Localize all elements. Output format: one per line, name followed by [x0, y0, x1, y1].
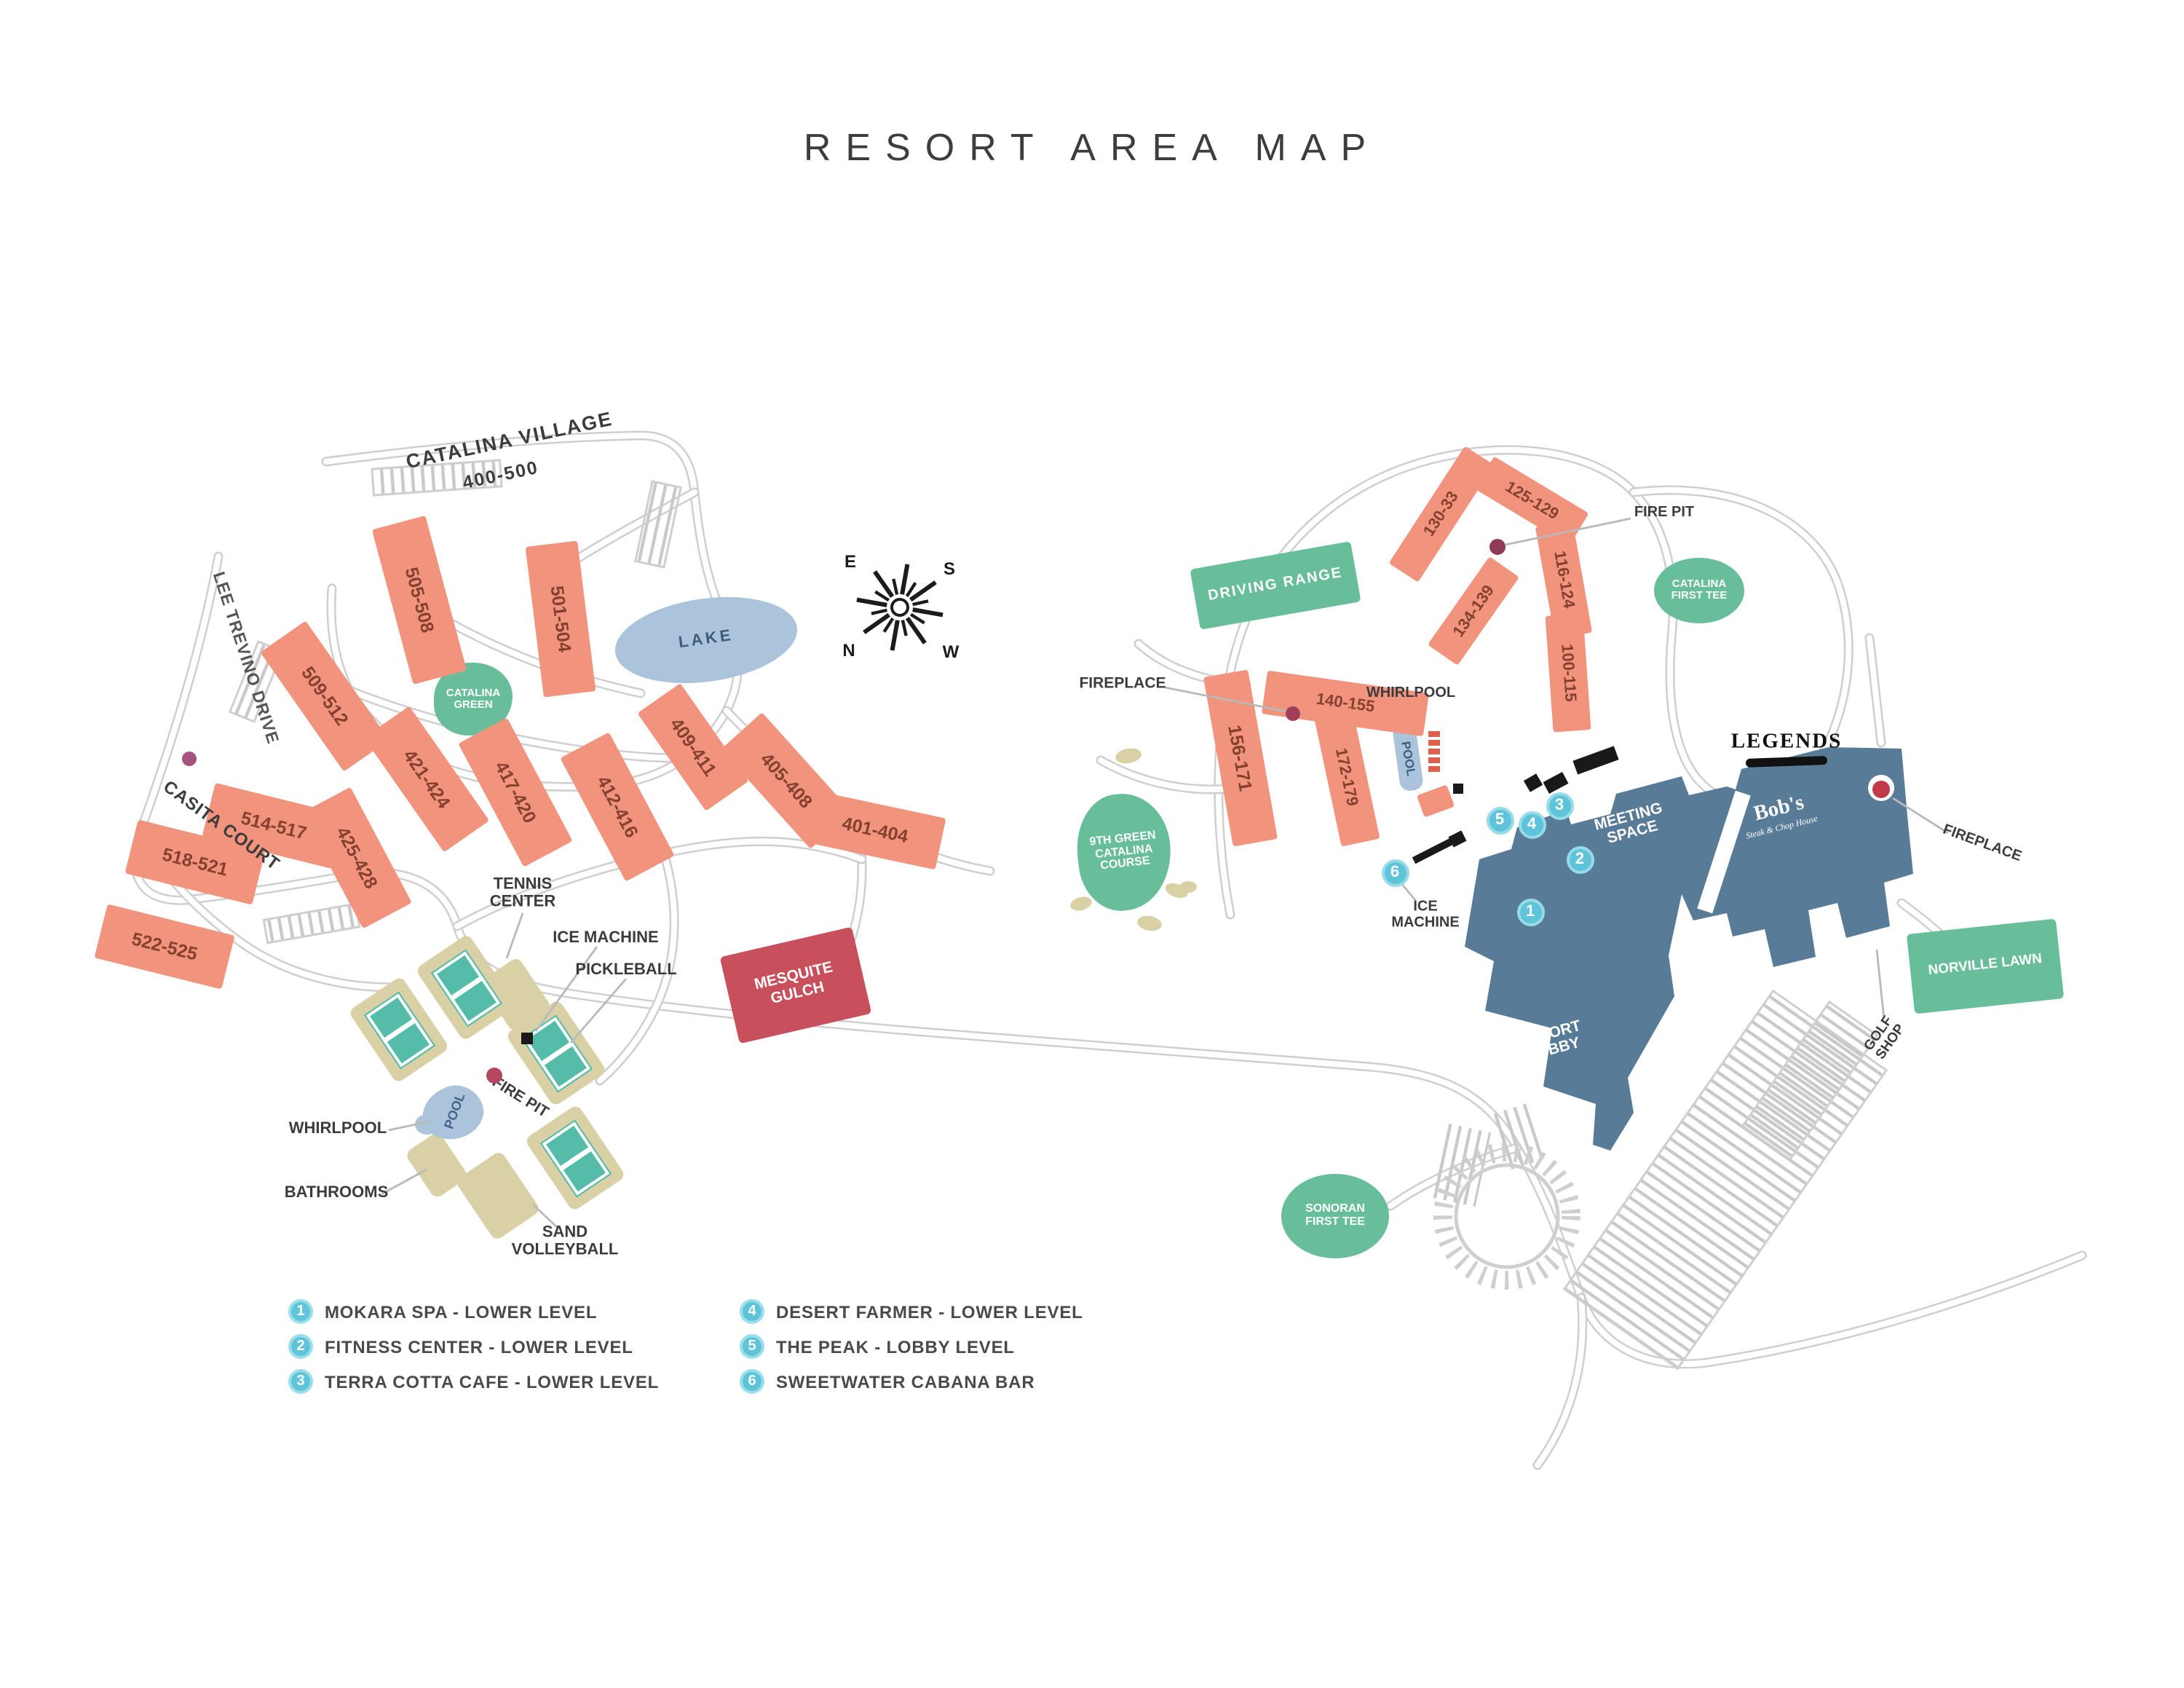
legend-number-4: 4 — [740, 1299, 764, 1324]
sonoran-first-tee-label: SONORAN FIRST TEE — [1305, 1202, 1365, 1228]
fireplace-west — [1286, 706, 1300, 721]
legend-item-1: 1 MOKARA SPA - LOWER LEVEL — [288, 1299, 597, 1324]
map-label: WHIRLPOOL — [1366, 685, 1456, 702]
fire-pit-north — [1489, 538, 1505, 554]
map-label: 400-500 — [461, 457, 541, 494]
legend-text: DESERT FARMER - LOWER LEVEL — [776, 1301, 1083, 1322]
lounge-dash — [1428, 749, 1440, 754]
map-label: LEE TREVINO DRIVE — [208, 569, 281, 747]
legend-item-4: 4 DESERT FARMER - LOWER LEVEL — [740, 1299, 1083, 1324]
lounge-dash — [1428, 731, 1440, 737]
legends-banner — [1745, 756, 1828, 768]
map-label: POOL — [1398, 740, 1420, 778]
lounge-dash — [1428, 766, 1440, 772]
map-label: MEETING SPACE — [1592, 799, 1665, 848]
map-label: PICKLEBALL — [575, 961, 677, 979]
legend-item-5: 5 THE PEAK - LOBBY LEVEL — [740, 1334, 1015, 1359]
legend-text: TERRA COTTA CAFE - LOWER LEVEL — [325, 1371, 660, 1392]
page-title: RESORT AREA MAP — [803, 125, 1381, 169]
building-gap — [1697, 790, 1751, 914]
catalina-green-label: CATALINA GREEN — [446, 685, 501, 711]
map-label: W — [942, 642, 960, 663]
legend-item-3: 3 TERRA COTTA CAFE - LOWER LEVEL — [288, 1369, 659, 1394]
map-label: FIRE PIT — [1634, 505, 1695, 521]
map-label: BATHROOMS — [284, 1184, 389, 1202]
map-label: TENNIS CENTER — [489, 875, 556, 910]
map-label: FIREPLACE — [1940, 821, 2024, 866]
map-marker-5: 5 — [1486, 806, 1514, 834]
catalina-first-tee: CATALINA FIRST TEE — [1654, 557, 1744, 623]
legend-text: THE PEAK - LOBBY LEVEL — [776, 1336, 1015, 1357]
catalina-first-tee-label: CATALINA FIRST TEE — [1671, 576, 1728, 602]
map-label: ICE MACHINE — [1391, 899, 1460, 931]
recreation-pad — [1179, 881, 1197, 893]
map-label: GOLF SHOP — [1861, 1013, 1909, 1063]
legend-number-2: 2 — [288, 1334, 313, 1359]
legend-item-6: 6 SWEETWATER CABANA BAR — [740, 1369, 1034, 1394]
entrance-mark — [521, 1033, 533, 1044]
map-marker-4: 4 — [1518, 811, 1546, 838]
entrance-mark — [1452, 783, 1463, 793]
map-marker-2: 2 — [1566, 845, 1594, 873]
legend-item-2: 2 FITNESS CENTER - LOWER LEVEL — [288, 1334, 633, 1359]
map-label: POOL — [441, 1091, 468, 1131]
legend-text: SWEETWATER CABANA BAR — [776, 1371, 1035, 1392]
legend-text: FITNESS CENTER - LOWER LEVEL — [325, 1336, 633, 1357]
map-marker-6: 6 — [1381, 859, 1409, 886]
legend-number-3: 3 — [288, 1369, 313, 1394]
map-marker-1: 1 — [1516, 898, 1544, 926]
legend-number-1: 1 — [288, 1299, 313, 1324]
map-label: SAND VOLLEYBALL — [511, 1223, 619, 1258]
legends-logo: LEGENDS — [1730, 730, 1843, 754]
map-label: E — [844, 551, 857, 572]
sonoran-first-tee: SONORAN FIRST TEE — [1281, 1174, 1389, 1258]
casita-marker — [182, 752, 197, 766]
legend-text: MOKARA SPA - LOWER LEVEL — [325, 1301, 598, 1322]
leader-lines — [381, 517, 1949, 1229]
legend-number-6: 6 — [740, 1369, 764, 1394]
map-label: FIREPLACE — [1079, 674, 1166, 693]
compass-rose — [856, 564, 943, 651]
fireplace-bobs — [1872, 781, 1890, 798]
map-label: CASITA COURT — [159, 776, 284, 875]
map-label: ICE MACHINE — [553, 929, 659, 947]
lounge-dash — [1428, 740, 1440, 746]
map-marker-3: 3 — [1546, 792, 1573, 819]
map-label: RESORT LOBBY — [1516, 1017, 1583, 1065]
map-label: WHIRLPOOL — [288, 1120, 387, 1138]
map-label: S — [943, 559, 956, 580]
tennis-fire-pit — [486, 1067, 502, 1083]
lounge-dash — [1428, 757, 1440, 763]
legend-number-5: 5 — [740, 1334, 764, 1359]
map-label: N — [842, 640, 855, 661]
